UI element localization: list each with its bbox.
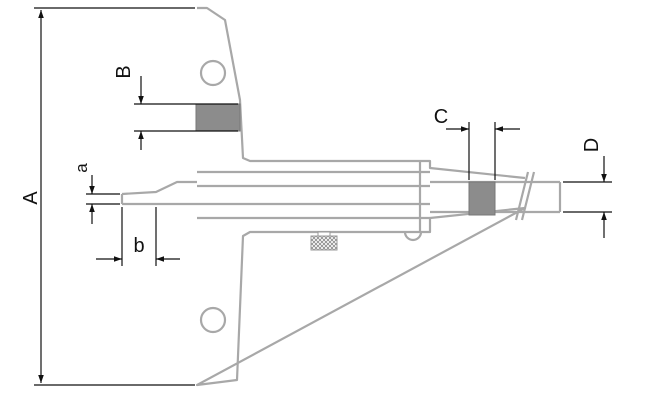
label-a: a: [72, 163, 91, 173]
gauge-body: [120, 6, 562, 387]
label-B: B: [113, 65, 135, 78]
label-C: C: [434, 106, 448, 128]
label-b: b: [133, 235, 144, 257]
base-head-outline: [195, 6, 527, 387]
label-D: D: [581, 138, 603, 152]
label-A: A: [20, 191, 42, 205]
mounting-hole-bottom: [199, 306, 227, 334]
beam-upper-line: [121, 180, 197, 196]
break-mark-2: [520, 171, 536, 221]
section-C-shading: [468, 181, 496, 216]
knurled-screw-neck: [317, 231, 331, 237]
lock-screw: [403, 231, 423, 242]
mounting-hole-top: [199, 59, 227, 87]
section-B-shading: [195, 103, 241, 132]
break-mark-1: [514, 171, 530, 221]
knurled-screw-icon: [310, 235, 338, 251]
